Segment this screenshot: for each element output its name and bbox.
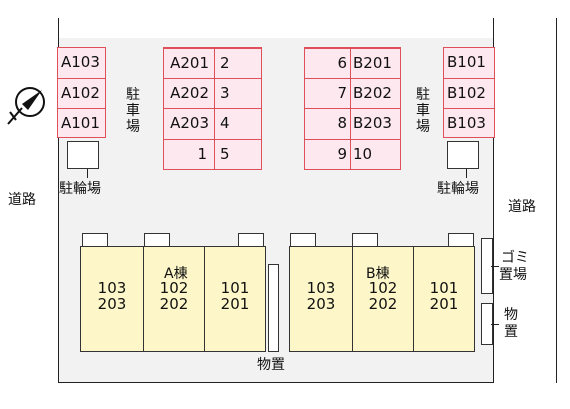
parking-space-label: 6 xyxy=(337,54,347,72)
parking-space-label: 3 xyxy=(220,84,230,102)
storage-shed-center xyxy=(268,264,279,352)
unit-b-103-203: 103 203 xyxy=(306,279,336,313)
unit-divider xyxy=(204,247,205,351)
parking-space-label: B202 xyxy=(353,84,392,102)
parking-space-label: 10 xyxy=(353,145,373,163)
unit-divider xyxy=(143,247,144,351)
garbage-leader xyxy=(491,266,499,267)
parking-label-right: 駐 車 場 xyxy=(416,87,430,135)
parking-space-label: B203 xyxy=(353,114,392,132)
parking-space: B103 xyxy=(444,108,494,137)
road-edge-right xyxy=(556,18,557,383)
parking-space: A101 xyxy=(58,108,105,137)
storage-leader xyxy=(491,324,499,325)
parking-space-label: 8 xyxy=(337,114,347,132)
parking-block-a1: A103 A102 A101 xyxy=(57,47,106,138)
parking-space-label: A203 xyxy=(170,114,209,132)
unit-divider xyxy=(413,247,414,351)
parking-space-label: 9 xyxy=(337,145,347,163)
parking-space-label: 4 xyxy=(220,114,230,132)
unit-b-101-201: 101 201 xyxy=(429,279,459,313)
parking-row: A203 4 xyxy=(164,108,261,137)
storage-label: 物置 xyxy=(257,357,285,373)
parking-block-b1: B101 B102 B103 xyxy=(443,47,495,138)
parking-row: 8 B203 xyxy=(305,108,400,137)
parking-space: B101 xyxy=(444,48,494,77)
parking-space-label: A202 xyxy=(170,84,209,102)
parking-space-label: B102 xyxy=(447,84,486,102)
balcony xyxy=(448,233,474,247)
garbage-label: ゴミ 置場 xyxy=(499,250,529,283)
building-a: A棟 103 203 102 202 101 201 xyxy=(80,246,266,352)
balcony xyxy=(238,233,264,247)
bike-rack-left xyxy=(67,141,99,169)
parking-space: A102 xyxy=(58,78,105,107)
parking-space-label: A103 xyxy=(61,53,100,71)
parking-block-a2: A201 2 A202 3 A203 4 1 5 xyxy=(163,47,262,170)
bike-rack-right xyxy=(447,141,479,169)
parking-space: A103 xyxy=(58,48,105,77)
parking-row: 9 10 xyxy=(305,139,400,168)
parking-space-label: 2 xyxy=(220,54,230,72)
boundary-right xyxy=(493,18,494,383)
storage-label-vertical: 物 置 xyxy=(504,307,518,340)
balcony xyxy=(82,233,108,247)
bike-parking-label-left: 駐輪場 xyxy=(59,181,101,197)
parking-space-label: B201 xyxy=(353,54,392,72)
unit-b-102-202: 102 202 xyxy=(368,279,398,313)
unit-a-102-202: 102 202 xyxy=(159,279,189,313)
balcony xyxy=(290,233,316,247)
parking-space-label: B101 xyxy=(447,53,486,71)
balcony xyxy=(144,233,170,247)
parking-space-label: A201 xyxy=(170,54,209,72)
parking-space: B102 xyxy=(444,78,494,107)
parking-label-left: 駐 車 場 xyxy=(126,87,140,135)
parking-row: 1 5 xyxy=(164,139,261,168)
parking-space-label: 7 xyxy=(337,84,347,102)
unit-a-101-201: 101 201 xyxy=(220,279,250,313)
unit-a-103-203: 103 203 xyxy=(97,279,127,313)
unit-divider xyxy=(352,247,353,351)
building-a-name: A棟 xyxy=(164,266,188,282)
parking-space-label: 1 xyxy=(197,145,207,163)
boundary-left xyxy=(58,18,59,383)
parking-space-label: 5 xyxy=(220,145,230,163)
road-label-left: 道路 xyxy=(8,192,36,208)
road-label-right: 道路 xyxy=(508,199,536,215)
boundary-bottom xyxy=(58,382,494,383)
parking-block-b2: 6 B201 7 B202 8 B203 9 10 xyxy=(304,47,401,170)
parking-row: 6 B201 xyxy=(305,48,400,77)
building-b: B棟 103 203 102 202 101 201 xyxy=(289,246,475,352)
parking-row: 7 B202 xyxy=(305,78,400,107)
north-compass-icon xyxy=(7,87,45,125)
parking-row: A201 2 xyxy=(164,48,261,77)
parking-space-label: A101 xyxy=(61,114,100,132)
bike-parking-label-right: 駐輪場 xyxy=(437,181,479,197)
parking-space-label: B103 xyxy=(447,114,486,132)
bike-rack-leader xyxy=(466,169,467,178)
balcony xyxy=(352,233,378,247)
parking-row: A202 3 xyxy=(164,78,261,107)
parking-space-label: A102 xyxy=(61,84,100,102)
building-b-name: B棟 xyxy=(366,266,390,282)
bike-rack-leader xyxy=(87,169,88,178)
